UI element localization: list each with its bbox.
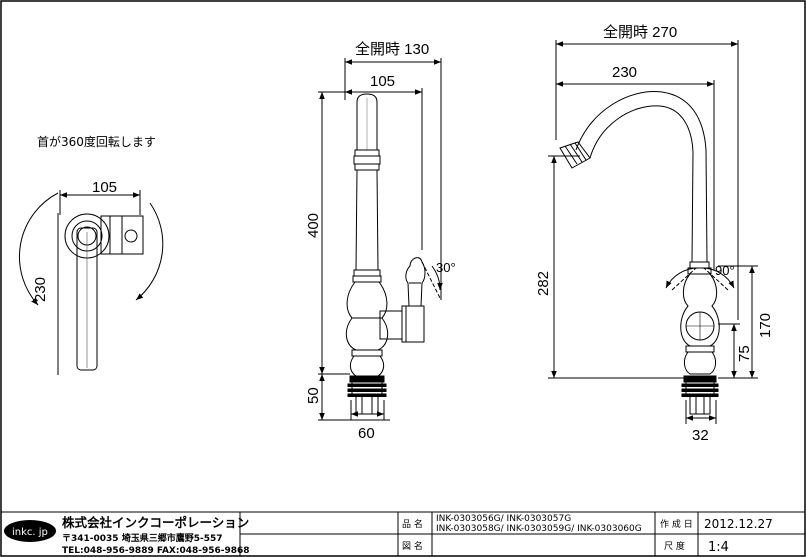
side-open-dim: 全開時 270 xyxy=(603,23,677,41)
top-swing-dim: 230 xyxy=(32,277,49,302)
front-base-width-dim: 60 xyxy=(358,425,375,442)
product-label: 品 名 xyxy=(402,518,423,530)
logo-text: inkc. jp xyxy=(12,527,48,538)
side-thread-bands xyxy=(681,383,719,397)
company-contact: TEL:048-956-9889 FAX:048-956-9868 xyxy=(62,546,250,556)
side-reach-dim: 230 xyxy=(612,64,637,81)
company-logo xyxy=(4,520,56,542)
company-address: 〒341-0035 埼玉県三郷市鷹野5-557 xyxy=(62,532,223,544)
scale-label: 尺 度 xyxy=(664,540,685,552)
side-body-height-dim: 170 xyxy=(757,313,774,338)
front-height-dim: 400 xyxy=(305,213,322,238)
side-lower-height-dim: 75 xyxy=(736,345,753,362)
side-view: 全開時 270 230 282 170 75 32 xyxy=(535,23,774,444)
company-name: 株式会社インクコーポレーション xyxy=(62,515,249,530)
date-value: 2012.12.27 xyxy=(704,517,773,531)
front-base-height-dim: 50 xyxy=(305,387,322,404)
side-height-dim: 282 xyxy=(535,271,552,296)
title-block: inkc. jp 株式会社インクコーポレーション 〒341-0035 埼玉県三郷… xyxy=(1,511,805,556)
product-codes-line2: INK-0303058G/ INK-0303059G/ INK-0303060G xyxy=(436,524,642,534)
top-width-dim: 105 xyxy=(92,179,117,196)
front-width-dim: 105 xyxy=(370,73,395,90)
front-lever-angle: 30° xyxy=(436,260,456,275)
top-view: 首が360度回転します 105 230 xyxy=(18,134,164,375)
rotation-note: 首が360度回転します xyxy=(37,134,156,149)
product-codes-line1: INK-0303056G/ INK-0303057G xyxy=(436,514,571,524)
side-base-width-dim: 32 xyxy=(692,427,709,444)
drawing-label: 図 名 xyxy=(402,540,423,552)
front-thread-bands xyxy=(347,383,387,397)
front-open-dim: 全開時 130 xyxy=(355,40,429,58)
scale-value: 1:4 xyxy=(708,540,729,555)
front-view: 全開時 130 105 400 50 60 xyxy=(305,40,456,442)
side-rotation-angle: 90° xyxy=(715,263,735,278)
date-label: 作 成 日 xyxy=(660,518,693,530)
